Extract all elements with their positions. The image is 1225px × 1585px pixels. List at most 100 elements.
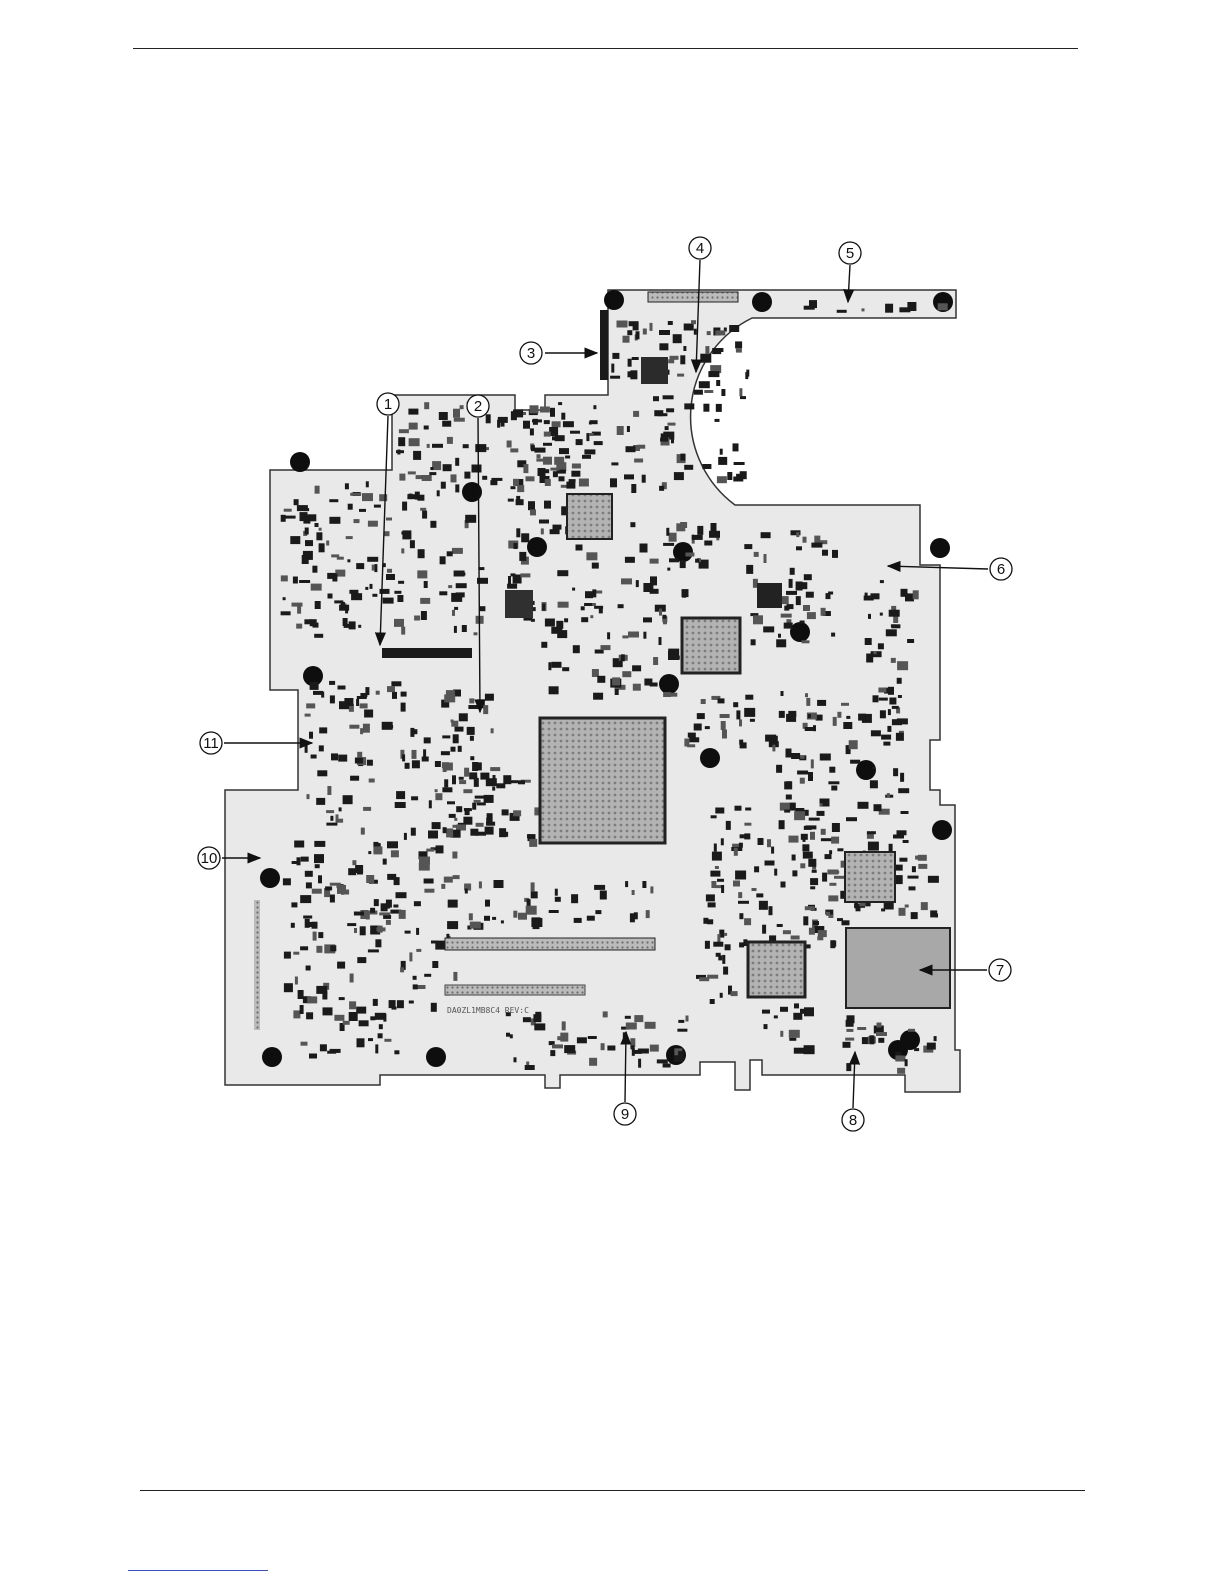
smd-component	[309, 732, 313, 739]
smd-component	[349, 621, 356, 629]
smd-component	[796, 532, 799, 537]
smd-component	[610, 478, 617, 487]
smd-component	[928, 876, 939, 883]
smd-component	[397, 1000, 404, 1008]
callout-number-6: 6	[997, 561, 1005, 578]
smd-component	[633, 411, 639, 417]
smd-component	[727, 472, 732, 480]
smd-component	[622, 635, 628, 638]
smd-component	[357, 957, 366, 963]
smd-component	[722, 730, 727, 739]
smd-component	[354, 519, 360, 523]
smd-component	[653, 396, 659, 401]
smd-component	[552, 436, 556, 440]
smd-component	[329, 499, 338, 502]
smd-component	[459, 713, 468, 721]
smd-component	[549, 686, 559, 694]
smd-component	[429, 800, 432, 808]
smd-component	[626, 446, 636, 452]
smd-component	[787, 604, 794, 609]
smd-component	[870, 780, 878, 788]
smd-component	[399, 910, 406, 919]
smd-component	[898, 788, 909, 793]
smd-component	[722, 955, 725, 964]
smd-component	[348, 504, 353, 510]
smd-component	[339, 997, 345, 1000]
smd-component	[740, 396, 746, 399]
smd-component	[804, 306, 815, 310]
smd-component	[283, 597, 286, 600]
smd-component	[694, 724, 702, 731]
smd-component	[420, 598, 430, 604]
smd-component	[555, 435, 565, 441]
smd-component	[663, 692, 671, 697]
smd-component	[834, 876, 845, 879]
smd-component	[387, 686, 395, 692]
smd-component	[362, 493, 373, 501]
smd-component	[401, 627, 405, 635]
smd-component	[740, 742, 747, 748]
smd-component	[366, 481, 369, 487]
smd-component	[303, 916, 312, 919]
smd-component	[459, 780, 466, 784]
smd-component	[305, 744, 308, 753]
smd-component	[830, 940, 835, 948]
smd-component	[537, 454, 541, 458]
smd-component	[424, 889, 434, 893]
smd-component	[899, 858, 907, 862]
smd-component	[878, 688, 886, 693]
smd-component	[318, 932, 323, 938]
smd-component	[417, 985, 426, 989]
smd-component	[913, 590, 919, 599]
smd-component	[804, 1045, 815, 1054]
smd-component	[451, 721, 458, 727]
smd-component	[454, 626, 457, 633]
smd-component	[544, 501, 551, 509]
smd-component	[508, 499, 514, 502]
smd-component	[474, 800, 481, 803]
smd-component	[646, 910, 650, 918]
smd-component	[786, 749, 792, 758]
smd-component	[903, 840, 909, 843]
smd-component	[411, 796, 418, 800]
smd-component	[446, 828, 453, 837]
smd-component	[427, 444, 430, 448]
smd-component	[644, 679, 652, 686]
smd-component	[628, 359, 632, 367]
smd-component	[650, 886, 653, 893]
smd-component	[557, 570, 568, 576]
mounting-hole	[262, 1047, 282, 1067]
smd-component	[432, 444, 443, 448]
smd-component	[713, 942, 723, 947]
smd-component	[886, 629, 897, 636]
smd-component	[625, 557, 635, 563]
smd-component	[803, 852, 813, 859]
smd-component	[410, 540, 415, 548]
smd-component	[566, 482, 575, 489]
smd-component	[889, 610, 900, 617]
smd-component	[804, 1007, 814, 1016]
smd-component	[880, 613, 883, 616]
smd-component	[827, 870, 838, 875]
smd-component	[394, 591, 401, 594]
smd-component	[312, 566, 317, 573]
callout-7: 7	[989, 959, 1011, 981]
smd-component	[477, 762, 482, 770]
smd-component	[880, 580, 884, 583]
smd-component	[738, 892, 742, 898]
smd-component	[452, 548, 463, 554]
smd-component	[576, 545, 583, 551]
smd-component	[611, 462, 618, 465]
smd-component	[373, 999, 378, 1006]
smd-component	[846, 1063, 851, 1071]
smd-component	[315, 601, 321, 609]
smd-component	[862, 308, 865, 311]
smd-component	[695, 559, 699, 563]
smd-component	[893, 616, 898, 623]
smd-component	[456, 592, 465, 597]
smd-component	[551, 627, 562, 634]
smd-component	[408, 471, 416, 474]
smd-component	[545, 479, 551, 486]
smd-component	[309, 1054, 317, 1059]
